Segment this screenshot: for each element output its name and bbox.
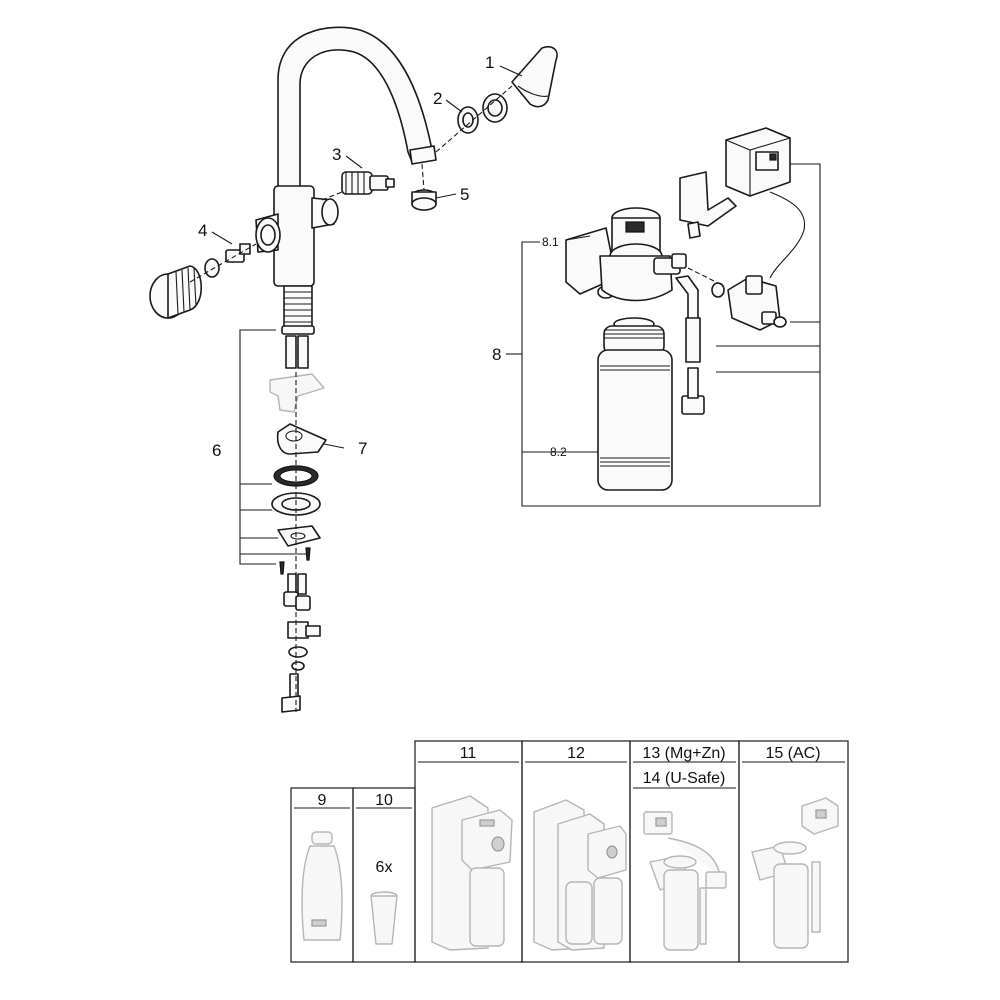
accessory-9-bottle xyxy=(301,831,343,941)
accessory-header-10: 10 xyxy=(375,792,393,809)
callout-8-2: 8.2 xyxy=(550,445,567,459)
part-3-cartridge xyxy=(341,171,395,195)
accessory-15-filter-kit xyxy=(751,797,839,949)
axis-cartridge xyxy=(321,191,343,201)
accessory-13-14-filter-kit xyxy=(643,811,727,951)
part-4-valve-set xyxy=(149,243,251,319)
faucet-body xyxy=(255,26,437,369)
accessory-table xyxy=(290,740,849,963)
axis-valve xyxy=(189,243,257,283)
accessory-quantity-10: 6x xyxy=(376,859,393,876)
part-8-filter-system xyxy=(506,127,821,507)
accessory-header-12: 12 xyxy=(567,745,585,762)
part-2-rings xyxy=(457,93,508,134)
callout-3: 3 xyxy=(332,145,341,164)
axis-meter-hose xyxy=(687,267,725,287)
axis-aerator xyxy=(421,163,425,191)
accessory-header-11: 11 xyxy=(460,745,477,762)
part-6-mounting-set xyxy=(269,373,327,713)
callout-5: 5 xyxy=(460,185,469,204)
part-1-spout-cap xyxy=(511,45,558,108)
callout-8: 8 xyxy=(492,345,501,364)
callout-1: 1 xyxy=(485,53,494,72)
accessory-12-filter-unit xyxy=(533,799,627,951)
part-5-aerator xyxy=(411,189,437,211)
accessory-header-13: 13 (Mg+Zn) xyxy=(642,745,725,762)
accessory-11-filter-unit xyxy=(431,795,513,951)
accessory-header-9: 9 xyxy=(318,792,327,809)
leader-8-1 xyxy=(565,235,591,241)
accessory-header-15: 15 (AC) xyxy=(765,745,820,762)
callout-8-1: 8.1 xyxy=(542,235,559,249)
callout-4: 4 xyxy=(198,221,207,240)
axis-spout xyxy=(435,85,513,153)
callout-7: 7 xyxy=(358,439,367,458)
callout-2: 2 xyxy=(433,89,442,108)
accessory-header-14: 14 (U-Safe) xyxy=(643,770,726,787)
leader-lines xyxy=(211,65,523,565)
accessory-10-glass xyxy=(370,891,398,945)
callout-6: 6 xyxy=(212,441,221,460)
